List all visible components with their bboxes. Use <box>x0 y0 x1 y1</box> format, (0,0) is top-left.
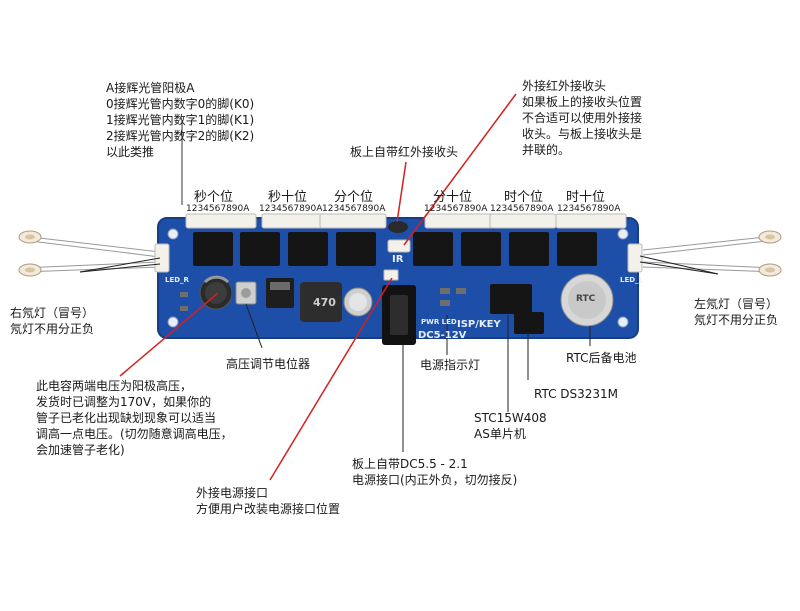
left-neon-line-2: 氖灯不用分正负 <box>694 313 779 327</box>
left-neon-note: 左氖灯（冒号） 氖灯不用分正负 <box>694 296 778 328</box>
ir-external-line-3: 不合适可以使用外接接 <box>522 111 643 125</box>
pin-row-3: 1234567890A <box>322 204 386 214</box>
right-neon-line-1: 右氖灯（冒号） <box>10 306 95 320</box>
capacitor-note-line-4: 调高一点电压。(切勿随意调高电压， <box>36 427 233 441</box>
silk-cap: 470 <box>313 296 336 309</box>
pin-row-4: 1234567890A <box>424 204 488 214</box>
ext-power-line-2: 方便用户改装电源接口位置 <box>196 502 341 516</box>
left-neon-bulbs <box>642 230 782 277</box>
power-led-label: 电源指示灯 <box>420 358 481 372</box>
capacitor-note-line-1: 此电容两端电压为阳极高压， <box>36 379 193 393</box>
rtc-battery-label: RTC后备电池 <box>566 351 637 365</box>
capacitor-note-line-5: 会加速管子老化) <box>36 443 125 457</box>
silk-pwr: PWR LED <box>421 318 457 326</box>
ext-power-note: 外接电源接口 方便用户改装电源接口位置 <box>196 485 340 517</box>
header-hour-tens: 时十位 <box>566 190 606 205</box>
mcu-line-1: STC15W408 <box>474 411 547 425</box>
capacitor-note-line-2: 发货时已调整为170V，如果你的 <box>36 395 212 409</box>
left-neon-line-1: 左氖灯（冒号） <box>694 297 779 311</box>
rtc-chip <box>514 312 544 334</box>
header-sec-tens: 秒十位 <box>268 190 308 205</box>
inductor-470 <box>300 282 342 322</box>
anode-note-line-1: A接辉光管阳极A <box>106 81 195 95</box>
silk-ir: IR <box>392 254 404 265</box>
silk-rtc: RTC <box>576 294 596 304</box>
mcu-note: STC15W408 AS单片机 <box>474 410 547 442</box>
dc-jack-note: 板上自带DC5.5 - 2.1 电源接口(内正外负，切勿接反) <box>352 456 517 488</box>
header-min-ones: 分个位 <box>334 190 374 205</box>
silk-isp: ISP/KEY <box>457 319 501 330</box>
right-neon-connector <box>154 243 170 273</box>
silk-led-r: LED_R <box>165 276 189 284</box>
ir-external-line-5: 并联的。 <box>522 143 571 157</box>
pin-row-2: 1234567890A <box>259 204 323 214</box>
ir-receiver <box>388 221 408 233</box>
ir-onboard-label: 板上自带红外接收头 <box>350 145 459 159</box>
black-pointers <box>79 255 719 452</box>
driver-chips <box>193 232 597 266</box>
rtc-chip-label: RTC DS3231M <box>534 387 619 401</box>
hv-pot-label: 高压调节电位器 <box>226 357 311 371</box>
header-hour-ones: 时个位 <box>504 190 544 205</box>
anode-note-line-3: 1接辉光管内数字1的脚(K1) <box>106 113 255 127</box>
right-neon-bulbs <box>18 230 161 277</box>
header-min-tens: 分十位 <box>433 190 473 205</box>
silk-dc: DC5-12V <box>418 330 467 341</box>
dc-jack-line-2: 电源接口(内正外负，切勿接反) <box>352 473 518 487</box>
right-neon-line-2: 氖灯不用分正负 <box>10 322 95 336</box>
anode-note: A接辉光管阳极A 0接辉光管内数字0的脚(K0) 1接辉光管内数字1的脚(K1)… <box>106 80 254 160</box>
ir-external-note: 外接红外接收头 如果板上的接收头位置 不合适可以使用外接接 收头。与板上接收头是… <box>522 78 642 158</box>
ir-external-line-1: 外接红外接收头 <box>522 79 607 93</box>
tube-connectors <box>185 213 627 229</box>
mcu-chip <box>490 284 532 314</box>
anode-note-line-5: 以此类推 <box>106 145 155 159</box>
header-sec-ones: 秒个位 <box>194 190 234 205</box>
silk-led-l: LED_L <box>620 276 644 284</box>
ir-external-header <box>387 239 411 253</box>
mcu-line-2: AS单片机 <box>474 427 526 441</box>
anode-note-line-4: 2接辉光管内数字2的脚(K2) <box>106 129 255 143</box>
anode-note-line-2: 0接辉光管内数字0的脚(K0) <box>106 97 255 111</box>
capacitor-note: 此电容两端电压为阳极高压， 发货时已调整为170V，如果你的 管子已老化出现缺划… <box>36 378 233 458</box>
pin-row-6: 1234567890A <box>557 204 621 214</box>
capacitor-note-line-3: 管子已老化出现缺划现象可以适当 <box>36 411 217 425</box>
red-pointers <box>119 93 517 481</box>
ir-external-line-2: 如果板上的接收头位置 <box>522 95 643 109</box>
pin-row-5: 1234567890A <box>490 204 554 214</box>
dc-jack-line-1: 板上自带DC5.5 - 2.1 <box>352 457 468 471</box>
ir-external-line-4: 收头。与板上接收头是 <box>522 127 643 141</box>
right-neon-note: 右氖灯（冒号） 氖灯不用分正负 <box>10 305 94 337</box>
pin-row-1: 1234567890A <box>186 204 250 214</box>
left-neon-connector <box>627 243 643 273</box>
ext-power-line-1: 外接电源接口 <box>196 486 269 500</box>
